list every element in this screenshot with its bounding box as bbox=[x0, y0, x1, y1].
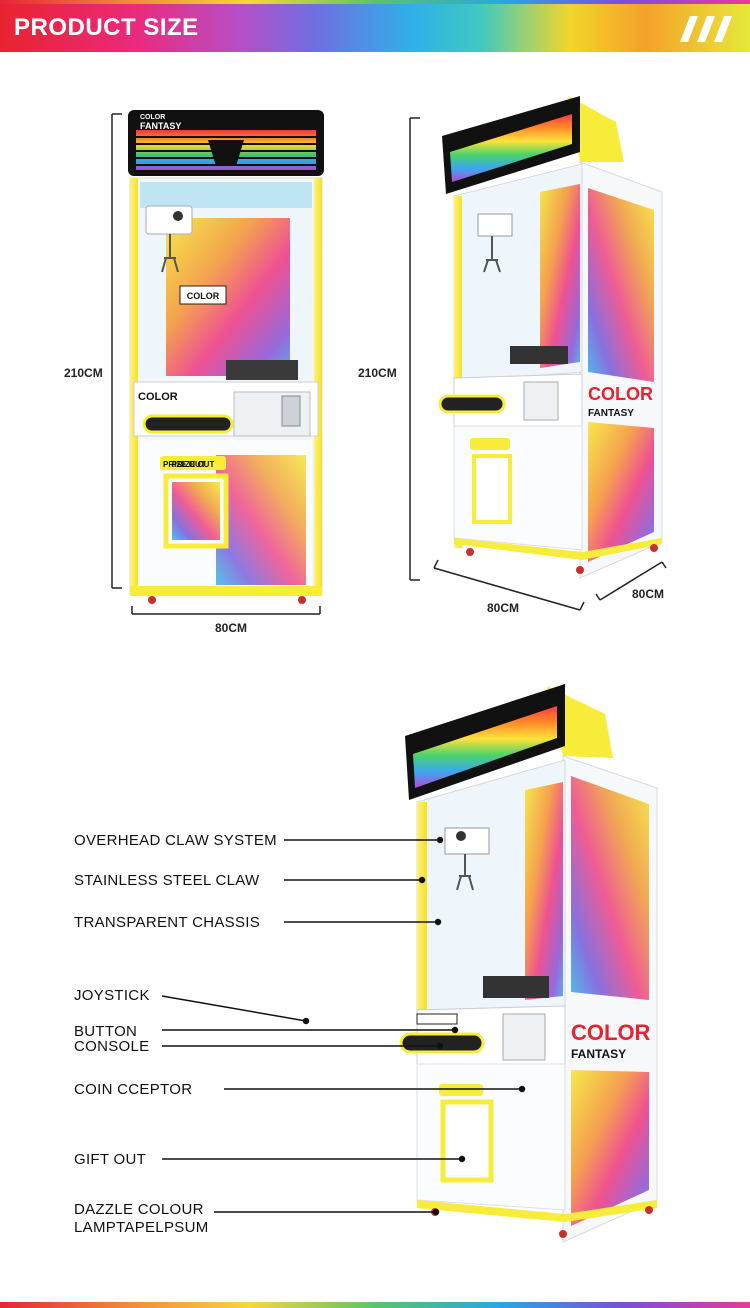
section-title: PRODUCT SIZE bbox=[14, 14, 199, 41]
front-height-label: 210CM bbox=[64, 366, 103, 380]
triple-slash-icon bbox=[680, 16, 732, 42]
svg-text:COLOR: COLOR bbox=[588, 384, 653, 404]
callout-stainless-steel-claw: STAINLESS STEEL CLAW bbox=[74, 872, 260, 889]
side-height-label: 210CM bbox=[358, 366, 397, 380]
svg-text:COLOR: COLOR bbox=[571, 1020, 651, 1045]
callout-console: CONSOLE bbox=[74, 1038, 150, 1055]
prize-out-label: PRIZE OUT bbox=[163, 460, 206, 469]
callout-overhead-claw-system: OVERHEAD CLAW SYSTEM bbox=[74, 832, 277, 849]
marquee-brand-bottom: FANTASY bbox=[140, 121, 182, 131]
svg-text:FANTASY: FANTASY bbox=[571, 1047, 626, 1061]
callout-dazzle-colour: DAZZLE COLOUR bbox=[74, 1201, 204, 1218]
callout-button: BUTTON bbox=[74, 1023, 138, 1040]
side-depth-label: 80CM bbox=[632, 587, 665, 601]
bottom-rainbow-strip bbox=[0, 1302, 750, 1308]
claw-machine-feature-view: COLOR FANTASY bbox=[399, 684, 658, 1243]
svg-text:COLOR: COLOR bbox=[187, 291, 220, 301]
side-width-label: 80CM bbox=[487, 601, 520, 615]
claw-machine-front-view: COLOR COLOR PRIZE OUT bbox=[128, 110, 324, 604]
callout-gift-out: GIFT OUT bbox=[74, 1151, 147, 1168]
svg-text:PRIZE OUT: PRIZE OUT bbox=[172, 460, 215, 469]
side-depth-dimension-lines bbox=[433, 559, 667, 611]
section-header: PRODUCT SIZE bbox=[0, 4, 750, 52]
callout-joystick: JOYSTICK bbox=[74, 987, 150, 1004]
front-height-dimension-line bbox=[111, 113, 122, 589]
callout-coin-acceptor: COIN CCEPTOR bbox=[74, 1081, 193, 1098]
front-width-dimension-line bbox=[131, 606, 321, 615]
svg-text:FANTASY: FANTASY bbox=[588, 408, 634, 419]
front-width-label: 80CM bbox=[215, 621, 248, 635]
top-rainbow-strip bbox=[0, 0, 750, 4]
svg-text:COLOR: COLOR bbox=[138, 391, 178, 403]
claw-machine-side-view: COLOR FANTASY bbox=[438, 96, 663, 579]
marquee-brand-top: COLOR bbox=[140, 114, 166, 121]
callout-lamptape: LAMPTAPELPSUM bbox=[74, 1219, 209, 1236]
side-height-dimension-line bbox=[409, 117, 420, 581]
callout-transparent-chassis: TRANSPARENT CHASSIS bbox=[74, 914, 261, 931]
